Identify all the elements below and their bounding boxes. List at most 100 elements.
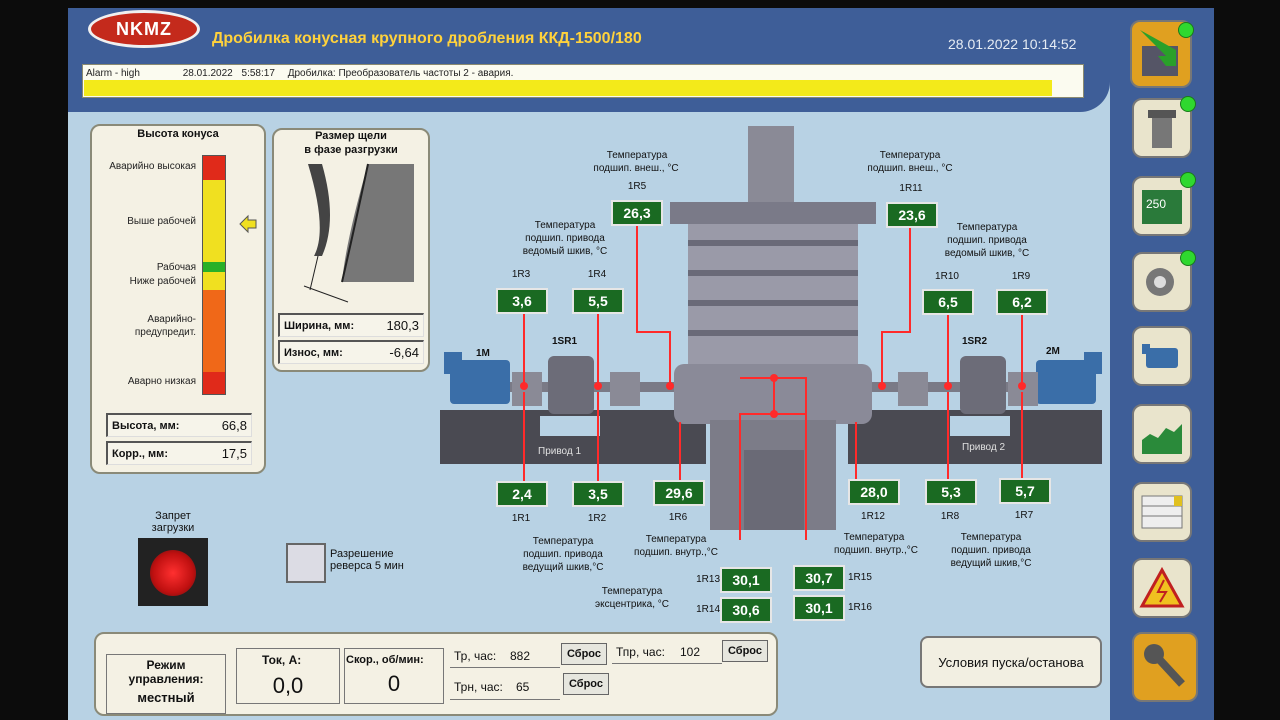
table-icon: [1141, 495, 1183, 529]
sensor-1R11[interactable]: 23,6: [886, 202, 938, 228]
alarm-highlight: [84, 80, 1052, 96]
alarm-level: Alarm - high: [86, 68, 140, 79]
sensor-1R8[interactable]: 5,3: [925, 479, 977, 505]
nav-electrical-button[interactable]: [1132, 558, 1192, 618]
r8r7-desc-1: Температура: [960, 532, 1022, 543]
tr-value: 882: [510, 649, 531, 663]
sensor-tag-1R1: 1R1: [511, 513, 531, 524]
sensor-1R10[interactable]: 6,5: [922, 289, 974, 315]
nav-trends-button[interactable]: [1132, 404, 1192, 464]
gauge-250-icon: 250: [1142, 190, 1182, 224]
level-below-working: Ниже рабочей: [129, 276, 196, 287]
r11-desc-1: Температура: [879, 150, 941, 161]
sensor-tag-1R14: 1R14: [696, 604, 720, 615]
sensor-1R6[interactable]: 29,6: [653, 480, 705, 506]
datetime: 28.01.2022 10:14:52: [948, 36, 1077, 52]
ecc-desc-2: эксцентрика, °С: [595, 599, 669, 610]
sensor-tag-1R3: 1R3: [511, 269, 531, 280]
cone-corr-value: 17,5: [221, 446, 247, 461]
nav-settings-led: [1180, 250, 1196, 266]
r5-desc-2: подшип. внеш., °С: [593, 163, 679, 174]
sensor-1R4[interactable]: 5,5: [572, 288, 624, 314]
nav-gauge-led: [1180, 172, 1196, 188]
sr1-label: 1SR1: [552, 336, 578, 347]
gap-title-2: в фазе разгрузки: [304, 144, 398, 156]
level-warning-1: Аварийно-: [147, 314, 196, 325]
trn-value: 65: [516, 680, 530, 694]
motor-1-label: 1M: [476, 348, 490, 359]
sensor-tag-1R11: 1R11: [899, 183, 923, 194]
sensor-1R15[interactable]: 30,7: [793, 565, 845, 591]
trn-reset-button[interactable]: Сброс: [563, 673, 609, 695]
alarm-time: 5:58:17: [241, 68, 275, 79]
gap-width-label: Ширина, мм:: [284, 319, 355, 332]
cone-level-bar: [202, 155, 226, 395]
r3r4-desc-2: подшип. привода: [525, 233, 605, 244]
mode-box: [106, 654, 226, 714]
nav-service-button[interactable]: [1132, 632, 1198, 702]
sensor-1R3[interactable]: 3,6: [496, 288, 548, 314]
reverse-label-1: Разрешение: [330, 548, 394, 560]
gap-wear-field: Износ, мм: -6,64: [278, 340, 424, 364]
cone-height-value: 66,8: [221, 418, 247, 433]
sensor-1R7[interactable]: 5,7: [999, 478, 1051, 504]
high-voltage-icon: [1139, 566, 1185, 608]
tr-reset-button[interactable]: Сброс: [561, 643, 607, 665]
drive-1-label: Привод 1: [538, 446, 582, 457]
sensor-tag-1R2: 1R2: [587, 513, 607, 524]
sensor-tag-1R10: 1R10: [935, 271, 959, 282]
nav-table-button[interactable]: [1132, 482, 1192, 542]
r11-desc-2: подшип. внеш., °С: [867, 163, 953, 174]
tr-field: [450, 642, 560, 668]
motor-icon: [1142, 344, 1178, 368]
level-working: Рабочая: [156, 262, 196, 273]
cone-level-pointer-icon: [239, 214, 257, 234]
nav-motor-button[interactable]: [1132, 326, 1192, 386]
trend-chart-icon: [1142, 424, 1182, 454]
cone-corr-label: Корр., мм:: [112, 447, 168, 460]
wrench-icon: [1144, 644, 1185, 687]
r1r2-desc-1: Температура: [532, 536, 594, 547]
tpr-value: 102: [680, 645, 701, 659]
sensor-1R1[interactable]: 2,4: [496, 481, 548, 507]
current-label: Ток, А:: [262, 653, 302, 667]
sensor-tag-1R4: 1R4: [587, 269, 607, 280]
ecc-desc-1: Температура: [601, 586, 663, 597]
speed-box: [344, 648, 444, 704]
load-ban-label-1: Запрет: [155, 510, 191, 522]
drive-2-label: Привод 2: [962, 442, 1006, 453]
sensor-1R5[interactable]: 26,3: [611, 200, 663, 226]
sensor-1R13[interactable]: 30,1: [720, 567, 772, 593]
alarm-line[interactable]: Alarm - high 28.01.2022 5:58:17 Дробилка…: [86, 68, 531, 79]
gap-diagram: [303, 163, 414, 303]
gap-title-1: Размер щели: [315, 130, 387, 142]
reverse-checkbox[interactable]: [286, 543, 326, 583]
level-above-working: Выше рабочей: [127, 216, 196, 227]
trn-label: Трн, час:: [454, 680, 503, 694]
sensor-tag-1R16: 1R16: [848, 602, 872, 613]
level-warning-2: предупредит.: [134, 327, 196, 338]
current-box: [236, 648, 340, 704]
sensor-1R12[interactable]: 28,0: [848, 479, 900, 505]
svg-text:250: 250: [1146, 197, 1166, 211]
cone-height-title: Высота конуса: [137, 128, 219, 140]
r12-desc-2: подшип. внутр.,°С: [834, 545, 918, 556]
start-stop-conditions-button[interactable]: Условия пуска/останова: [920, 636, 1102, 688]
sensor-tag-1R5: 1R5: [627, 181, 647, 192]
sensor-1R2[interactable]: 3,5: [572, 481, 624, 507]
r6-desc-1: Температура: [645, 534, 707, 545]
motor-2-label: 2M: [1046, 346, 1060, 357]
sensor-1R14[interactable]: 30,6: [720, 597, 772, 623]
r3r4-desc-3: ведомый шкив, °С: [522, 246, 608, 257]
home-arrow-icon: [1140, 30, 1178, 76]
sensor-1R16[interactable]: 30,1: [793, 595, 845, 621]
sr2-label: 1SR2: [962, 336, 988, 347]
page-title: Дробилка конусная крупного дробления ККД…: [212, 30, 642, 47]
sensor-tag-1R15: 1R15: [848, 572, 872, 583]
sensor-tag-1R7: 1R7: [1014, 510, 1034, 521]
sensor-1R9[interactable]: 6,2: [996, 289, 1048, 315]
crusher-icon: [1148, 110, 1176, 148]
r12-desc-1: Температура: [843, 532, 905, 543]
tpr-reset-button[interactable]: Сброс: [722, 640, 768, 662]
mode-label-2: управления:: [128, 672, 204, 686]
